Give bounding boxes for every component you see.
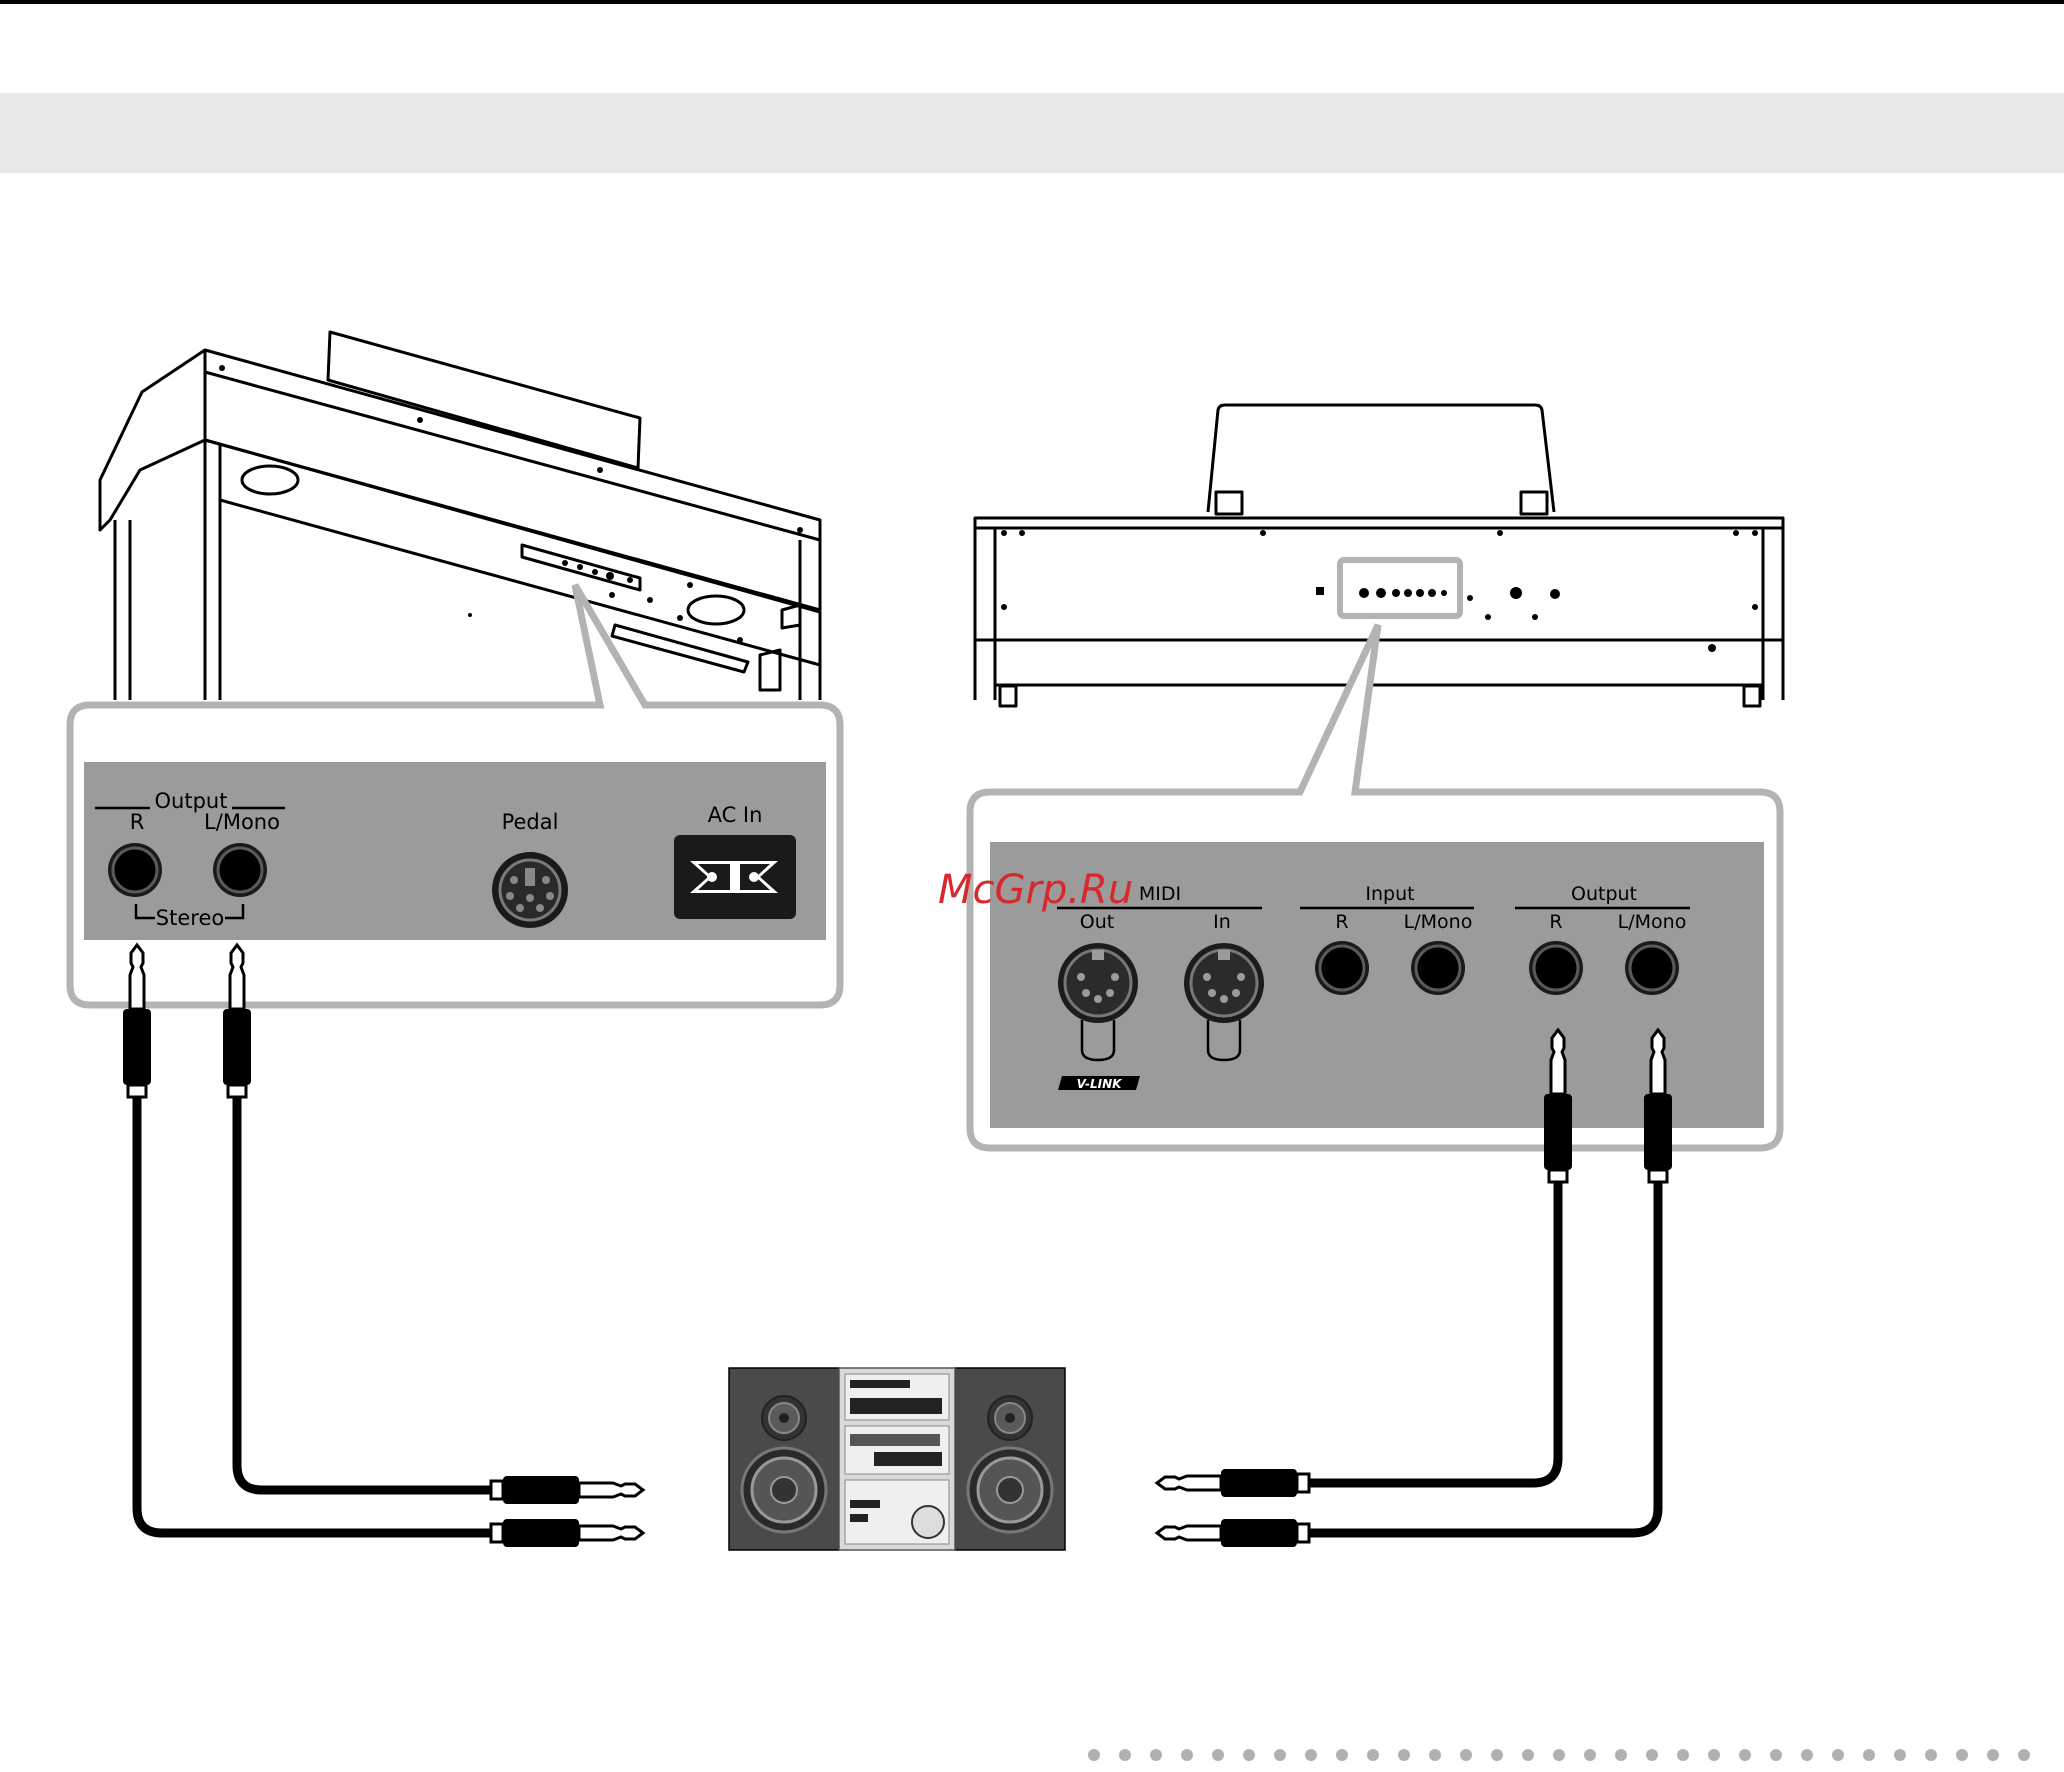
input-r-jack <box>1315 941 1369 995</box>
dot <box>1429 1749 1441 1761</box>
dot <box>1274 1749 1286 1761</box>
left-speaker-tweeter-icon <box>762 1396 806 1440</box>
dot <box>1305 1749 1317 1761</box>
dot <box>1181 1749 1193 1761</box>
dot <box>1522 1749 1534 1761</box>
dot <box>1832 1749 1844 1761</box>
vlink-logo: V-LINK <box>1058 1076 1140 1091</box>
dot <box>1739 1749 1751 1761</box>
left-speaker-woofer-icon <box>742 1448 826 1532</box>
right-speaker-woofer-icon <box>968 1448 1052 1532</box>
dot <box>1088 1749 1100 1761</box>
right-output-r-label: R <box>1549 911 1562 933</box>
stereo-system-illustration <box>729 1368 1065 1550</box>
dot <box>1925 1749 1937 1761</box>
dot <box>1677 1749 1689 1761</box>
dot <box>1243 1749 1255 1761</box>
dot <box>1491 1749 1503 1761</box>
input-lmono-jack <box>1411 941 1465 995</box>
dot <box>1460 1749 1472 1761</box>
left-output-r-jack <box>108 843 162 897</box>
input-lmono-label: L/Mono <box>1404 911 1473 933</box>
input-title: Input <box>1365 883 1414 905</box>
midi-in-label: In <box>1213 911 1231 933</box>
left-output-lmono-jack <box>213 843 267 897</box>
dot <box>2018 1749 2030 1761</box>
left-output-lmono-label: L/Mono <box>204 810 280 834</box>
dot <box>1336 1749 1348 1761</box>
left-cable-plug-bottom <box>491 1519 643 1547</box>
pedal-label: Pedal <box>502 810 559 834</box>
left-stereo-label: Stereo <box>156 906 224 930</box>
dot <box>1708 1749 1720 1761</box>
dot <box>1367 1749 1379 1761</box>
dot <box>1956 1749 1968 1761</box>
page-dot-leader <box>1088 1749 2030 1761</box>
dot <box>1150 1749 1162 1761</box>
ac-in-label: AC In <box>708 803 763 827</box>
right-output-lmono-label: L/Mono <box>1618 911 1687 933</box>
right-output-title: Output <box>1571 883 1637 905</box>
piano-left-illustration <box>100 332 820 700</box>
left-cable-plug-top <box>491 1476 643 1504</box>
pedal-connector <box>492 852 568 928</box>
input-r-label: R <box>1335 911 1348 933</box>
dot <box>1553 1749 1565 1761</box>
dot <box>1584 1749 1596 1761</box>
right-cable-plug-top <box>1157 1469 1309 1497</box>
dot <box>1615 1749 1627 1761</box>
watermark-text: McGrp.Ru <box>938 867 1133 913</box>
dot <box>1646 1749 1658 1761</box>
piano-right-illustration <box>975 405 1783 706</box>
right-output-lmono-jack <box>1625 941 1679 995</box>
dot <box>1801 1749 1813 1761</box>
dot <box>1863 1749 1875 1761</box>
right-cable-plug-bottom <box>1157 1519 1309 1547</box>
dot <box>1398 1749 1410 1761</box>
dot <box>1987 1749 1999 1761</box>
midi-title: MIDI <box>1139 883 1181 905</box>
dot <box>1212 1749 1224 1761</box>
svg-text:V-LINK: V-LINK <box>1077 1077 1124 1091</box>
midi-out-label: Out <box>1080 911 1114 933</box>
right-output-r-jack <box>1529 941 1583 995</box>
dot <box>1119 1749 1131 1761</box>
left-output-r-label: R <box>130 810 145 834</box>
dot <box>1894 1749 1906 1761</box>
right-speaker-tweeter-icon <box>988 1396 1032 1440</box>
dot <box>1770 1749 1782 1761</box>
ac-in-socket <box>674 835 796 919</box>
